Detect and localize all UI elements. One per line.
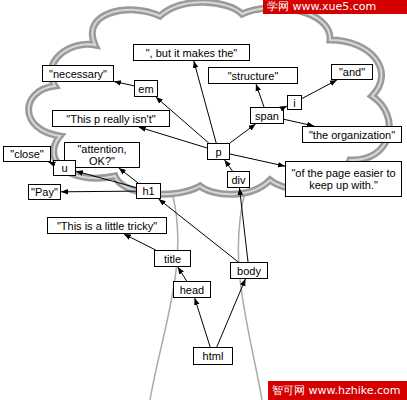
node-text: html (203, 350, 224, 362)
node-text: "This p really isn't" (66, 113, 155, 125)
child-arrow (139, 127, 207, 148)
text-box: "necessary" (42, 65, 114, 82)
node-text: ", but it makes the" (146, 47, 238, 59)
text-box: ", but it makes the" (133, 44, 250, 61)
node-text: body (237, 265, 261, 277)
node-text: title (164, 253, 181, 265)
child-arrow (302, 80, 337, 99)
element-box: em (134, 80, 158, 97)
node-text: "necessary" (49, 68, 107, 80)
node-text: "structure" (228, 70, 279, 82)
child-arrow (256, 84, 264, 107)
element-box: span (250, 107, 284, 124)
child-arrow (217, 279, 246, 347)
child-arrow (76, 171, 136, 187)
node-text: "attention, OK?" (66, 143, 138, 167)
node-text: "Pay" (31, 186, 58, 198)
node-text: i (293, 97, 295, 109)
child-arrow (284, 119, 314, 126)
child-arrow (48, 162, 53, 164)
child-arrow (230, 154, 285, 166)
text-box: "and" (331, 64, 373, 80)
child-arrow (61, 191, 136, 193)
element-box: h1 (136, 183, 161, 199)
child-arrow (114, 81, 134, 85)
child-arrow (119, 168, 138, 183)
node-text: span (255, 110, 279, 122)
node-text: "and" (339, 66, 365, 78)
text-box: "close" (3, 146, 51, 162)
element-box: head (173, 281, 211, 298)
node-text: p (215, 146, 221, 158)
element-box: body (230, 262, 268, 279)
node-text: "of the page easier to keep up with." (287, 167, 400, 191)
child-arrow (159, 199, 239, 262)
text-box: "Pay" (28, 184, 61, 200)
element-box: html (193, 347, 233, 365)
node-text: "This is a little tricky" (57, 220, 157, 232)
element-box: title (154, 250, 191, 267)
node-text: "close" (10, 148, 44, 160)
text-box: "of the page easier to keep up with." (285, 161, 402, 197)
child-arrow (124, 234, 156, 250)
element-box: i (287, 95, 302, 110)
node-text: head (180, 284, 204, 296)
child-arrow (194, 61, 216, 143)
child-arrow (225, 160, 233, 171)
child-arrow (230, 124, 256, 143)
node-text: em (138, 83, 153, 95)
element-box: u (53, 160, 76, 176)
element-box: div (227, 171, 250, 188)
node-text: div (231, 174, 245, 186)
child-arrow (156, 97, 209, 143)
node-text: h1 (142, 185, 154, 197)
tree-trunk (238, 188, 262, 400)
child-arrow (284, 106, 287, 107)
node-text: u (61, 162, 67, 174)
watermark: 智可网 www.hzhike.com (268, 381, 407, 400)
child-arrow (239, 188, 248, 262)
child-arrow (195, 298, 210, 347)
text-box: "the organization" (302, 126, 402, 143)
node-text: "the organization" (309, 129, 395, 141)
watermark: 学网 www.xue5.com (263, 0, 407, 14)
child-arrow (178, 267, 187, 281)
text-box: "This is a little tricky" (47, 217, 167, 234)
text-box: "This p really isn't" (52, 110, 170, 127)
element-box: p (207, 143, 230, 160)
text-box: "structure" (208, 67, 298, 84)
